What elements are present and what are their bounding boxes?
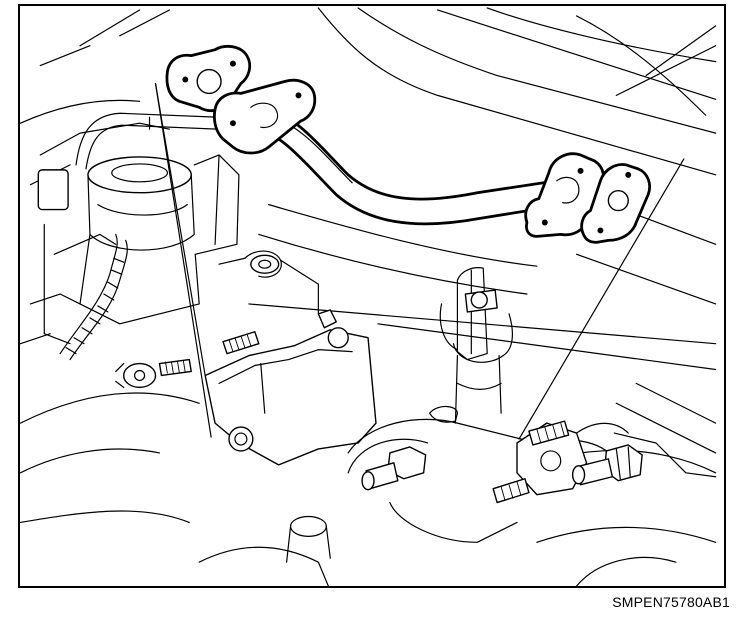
exhaust-manifold	[285, 418, 717, 563]
egr-pipe	[165, 44, 652, 244]
figure-code-label: SMPEN75780AB1	[612, 594, 730, 610]
exploded-view-guide-lines	[154, 82, 685, 440]
manifold-stud	[528, 420, 570, 446]
stud-bolt	[158, 358, 192, 377]
manifold-nut	[571, 444, 643, 486]
coolant-hose	[75, 112, 220, 170]
pipe-bracket	[158, 250, 377, 466]
manifold-stud	[492, 478, 530, 504]
pipe-support-post	[429, 267, 514, 424]
egr-pipe-flange-left	[212, 78, 317, 155]
egr-pipe-engine-illustration	[20, 7, 717, 586]
egr-pipe-gasket-right	[580, 163, 652, 244]
engine-bay-background	[20, 7, 717, 586]
manifold-nut	[361, 446, 427, 491]
egr-valve-assembly	[20, 122, 240, 389]
diagram-frame	[18, 4, 726, 588]
stud-bolt	[222, 331, 260, 355]
